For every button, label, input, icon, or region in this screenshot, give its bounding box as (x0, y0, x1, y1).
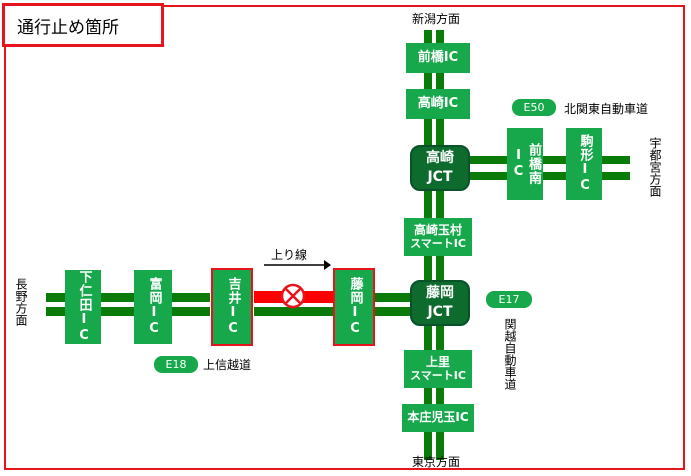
badge-e18: E18 (154, 356, 198, 373)
direction-west: 長野方面 (14, 278, 28, 326)
e18-lane-bottom-mid (254, 307, 334, 316)
ic-fujioka: 藤岡IC (333, 268, 375, 346)
e18-lane-bottom-west (46, 307, 210, 316)
page-title: 通行止め箇所 (2, 3, 164, 47)
route-name-e18: 上信越道 (203, 358, 252, 372)
ic-takasaki-label: 高崎IC (417, 95, 459, 111)
ic-kamisato: 上里 スマートIC (404, 350, 472, 388)
ic-maebashi: 前橋IC (406, 43, 470, 73)
ic-maebashi-minami-label: 前橋南IC (511, 143, 541, 185)
e18-lane-bottom-east (374, 307, 414, 316)
jct-takasaki: 高崎 JCT (410, 145, 470, 191)
ic-komagata: 駒形IC (566, 128, 602, 200)
ic-komagata-label: 駒形IC (577, 134, 593, 194)
ic-maebashi-minami: 前橋南IC (507, 128, 543, 200)
badge-e17: E17 (486, 291, 532, 308)
jct-fujioka-label-2: JCT (427, 304, 453, 320)
ic-maebashi-label: 前橋IC (417, 49, 459, 65)
closure-x-icon (280, 283, 306, 309)
ic-honjo-kodama: 本庄児玉IC (402, 404, 474, 432)
jct-fujioka: 藤岡 JCT (410, 280, 470, 326)
ic-takasaki-tamamura-label-2: スマートIC (410, 236, 466, 250)
ic-tomioka: 富岡IC (134, 270, 172, 344)
e18-lane-top-east (374, 293, 414, 302)
ic-fujioka-label: 藤岡IC (347, 277, 363, 337)
badge-e50: E50 (512, 99, 556, 116)
ic-shimonita: 下仁田IC (65, 270, 101, 344)
e18-lane-top-west (46, 293, 210, 302)
jct-fujioka-label-1: 藤岡 (426, 285, 454, 302)
jct-takasaki-label-2: JCT (427, 169, 453, 185)
ic-kamisato-label-2: スマートIC (410, 368, 466, 382)
direction-south: 東京方面 (412, 455, 461, 469)
ic-yoshii-label: 吉井IC (225, 277, 241, 337)
ic-shimonita-label: 下仁田IC (76, 270, 92, 344)
e50-lane-bottom (470, 172, 630, 180)
ic-takasaki: 高崎IC (406, 89, 470, 119)
e50-lane-top (470, 156, 630, 164)
direction-label: 上り線 (271, 248, 308, 262)
route-name-e50: 北関東自動車道 (564, 102, 649, 116)
jct-takasaki-label-1: 高崎 (426, 150, 454, 167)
map-frame (4, 5, 685, 470)
up-line-arrow-icon (264, 260, 331, 270)
ic-tomioka-label: 富岡IC (146, 277, 162, 337)
ic-takasaki-tamamura: 高崎玉村 スマートIC (404, 218, 472, 256)
ic-honjo-kodama-label: 本庄児玉IC (407, 410, 469, 425)
title-text: 通行止め箇所 (17, 17, 119, 38)
ic-takasaki-tamamura-label-1: 高崎玉村 (413, 222, 462, 237)
ic-yoshii: 吉井IC (211, 268, 253, 346)
direction-east: 宇都宮方面 (648, 137, 662, 197)
direction-north: 新潟方面 (412, 12, 461, 26)
route-name-e17: 関越自動車道 (503, 318, 517, 390)
ic-kamisato-label-1: 上里 (425, 354, 450, 369)
